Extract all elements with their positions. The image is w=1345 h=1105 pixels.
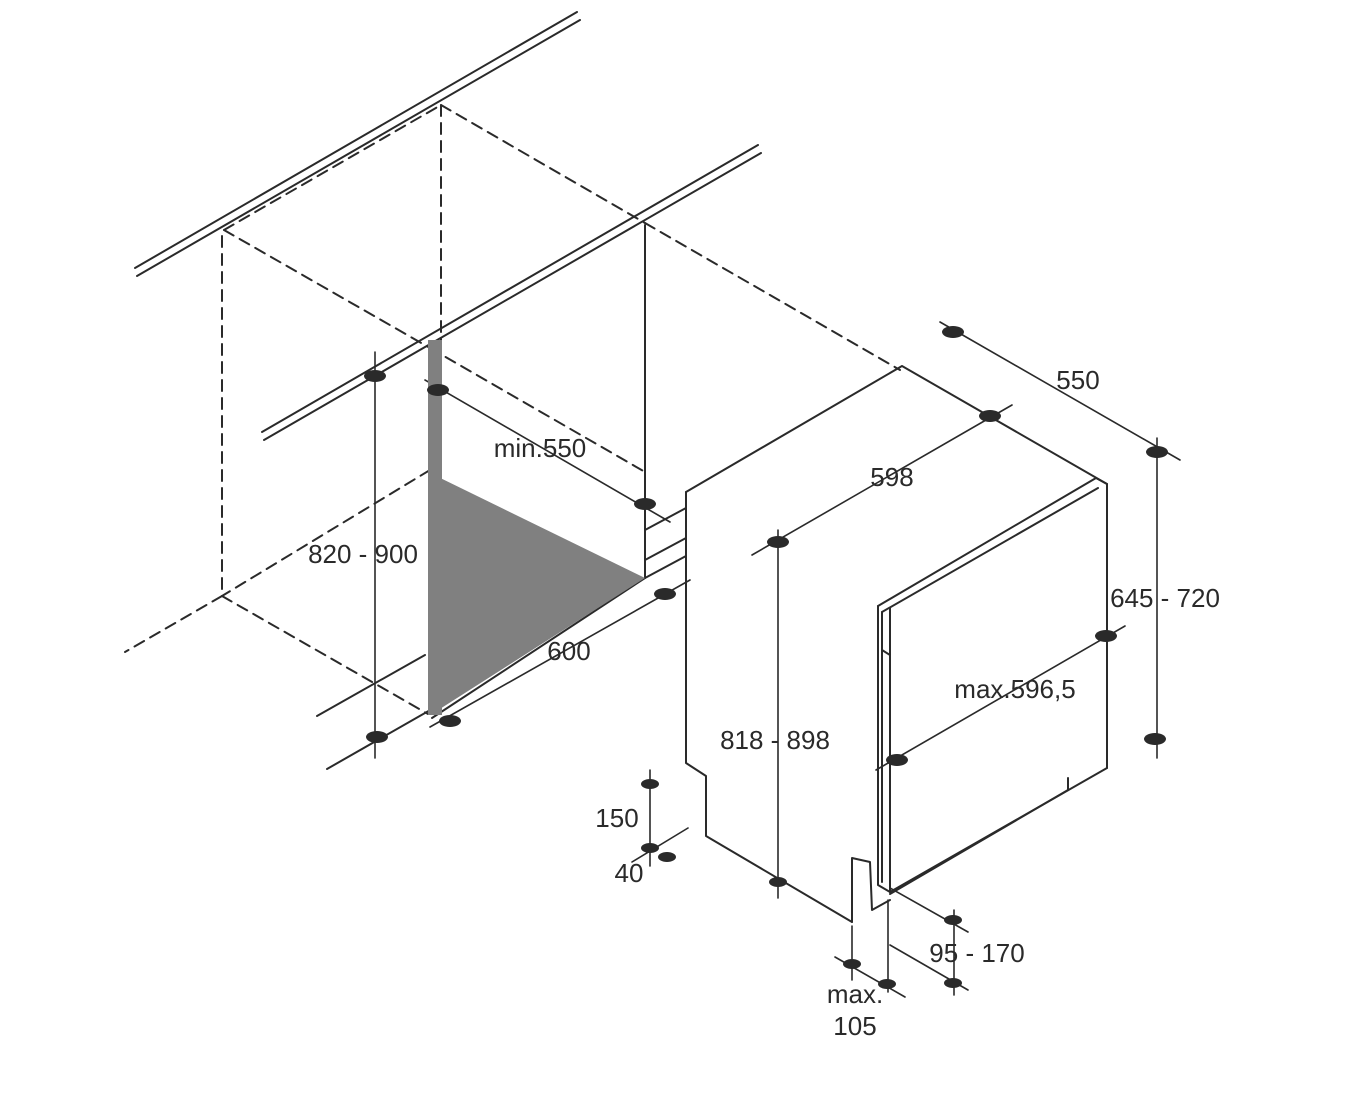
label-appliance-width: 598: [870, 462, 913, 492]
dimension-markers: [364, 326, 1168, 989]
marker: [944, 978, 962, 988]
label-niche-width: 600: [547, 636, 590, 666]
marker: [843, 959, 861, 969]
marker: [1144, 733, 1166, 745]
marker: [942, 326, 964, 338]
label-plinth-offset-line2: 105: [833, 1011, 876, 1041]
marker: [767, 536, 789, 548]
label-door-height: 645 - 720: [1110, 583, 1220, 613]
worktop-front: [261, 144, 762, 441]
marker: [1146, 446, 1168, 458]
marker: [641, 843, 659, 853]
marker: [366, 731, 388, 743]
label-plinth-height: 150: [595, 803, 638, 833]
label-appliance-height: 818 - 898: [720, 725, 830, 755]
marker: [654, 588, 676, 600]
marker: [641, 779, 659, 789]
niche-shading: [428, 340, 645, 715]
dimension-labels: 820 - 900 min.550 600 550 598 818 - 898 …: [308, 365, 1220, 1041]
marker: [439, 715, 461, 727]
marker: [364, 370, 386, 382]
appliance-body: [685, 365, 1108, 923]
marker: [1095, 630, 1117, 642]
marker: [878, 979, 896, 989]
marker: [427, 384, 449, 396]
label-door-width: max.596,5: [954, 674, 1075, 704]
label-plinth-offset-line1: max.: [827, 979, 883, 1009]
marker: [979, 410, 1001, 422]
label-door-gap: 95 - 170: [929, 938, 1024, 968]
marker: [634, 498, 656, 510]
dimension-lines: [374, 321, 1181, 998]
label-niche-depth: min.550: [494, 433, 587, 463]
marker: [658, 852, 676, 862]
label-plinth-depth: 40: [615, 858, 644, 888]
niche-hidden-edges: [124, 104, 901, 715]
marker: [769, 877, 787, 887]
niche-floor: [428, 472, 645, 714]
marker: [886, 754, 908, 766]
label-appliance-depth: 550: [1056, 365, 1099, 395]
worktop-back: [134, 11, 581, 277]
marker: [944, 915, 962, 925]
label-niche-height: 820 - 900: [308, 539, 418, 569]
